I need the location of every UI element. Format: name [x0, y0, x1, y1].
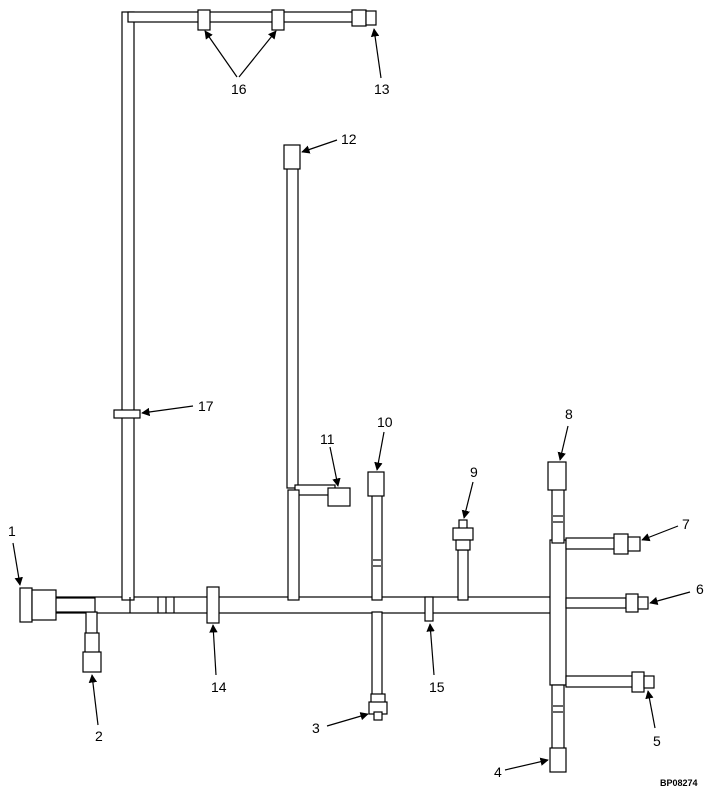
callout-5: 5 — [653, 733, 661, 749]
leader-5 — [645, 690, 656, 729]
connector-4 — [549, 747, 567, 773]
leader-13 — [370, 28, 382, 79]
callout-14: 14 — [211, 679, 227, 695]
leader-16a — [204, 30, 238, 78]
leader-15 — [426, 623, 435, 676]
connector-12 — [283, 144, 301, 170]
leader-16b — [238, 30, 277, 78]
connector-5 — [631, 671, 655, 693]
connector-6 — [625, 593, 649, 613]
callout-15: 15 — [429, 679, 445, 695]
leader-1 — [12, 542, 23, 586]
callout-11: 11 — [320, 431, 335, 447]
leader-9 — [461, 481, 474, 519]
connectors — [19, 9, 655, 773]
callout-labels: 1 2 3 4 5 6 7 8 9 10 11 12 13 14 15 16 1… — [8, 81, 704, 780]
reference-code: BP08274 — [660, 778, 698, 787]
connector-15 — [424, 596, 434, 622]
callout-8: 8 — [565, 406, 573, 422]
leader-4 — [504, 757, 549, 771]
harness-wires — [54, 11, 635, 751]
leader-lines — [12, 28, 691, 771]
connector-3 — [368, 693, 388, 721]
callout-16: 16 — [231, 81, 247, 97]
connector-8 — [547, 461, 567, 491]
connector-7 — [613, 533, 641, 555]
callout-17: 17 — [198, 398, 214, 414]
callout-1: 1 — [8, 523, 16, 539]
connector-14 — [206, 586, 220, 624]
leader-12 — [301, 139, 338, 154]
clip-16a — [197, 9, 211, 31]
leader-7 — [641, 525, 679, 542]
connector-2 — [82, 632, 102, 673]
leader-8 — [557, 425, 569, 461]
connector-11 — [327, 487, 351, 507]
connector-10 — [367, 471, 385, 497]
callout-4: 4 — [494, 764, 502, 780]
callout-3: 3 — [312, 720, 320, 736]
leader-6 — [649, 591, 691, 606]
leader-2 — [88, 674, 99, 726]
callout-2: 2 — [95, 728, 103, 744]
leader-17 — [141, 405, 194, 417]
callout-12: 12 — [341, 131, 357, 147]
callout-13: 13 — [374, 81, 390, 97]
connector-9 — [452, 519, 474, 551]
leader-10 — [374, 431, 385, 471]
clip-17 — [113, 409, 141, 419]
leader-14 — [209, 624, 218, 676]
callout-7: 7 — [682, 516, 690, 532]
callout-6: 6 — [696, 581, 704, 597]
leader-3 — [326, 712, 369, 727]
connector-13 — [351, 9, 377, 27]
callout-10: 10 — [377, 414, 393, 430]
leader-11 — [329, 446, 341, 487]
clip-16b — [271, 9, 285, 31]
callout-9: 9 — [470, 464, 478, 480]
connector-1 — [19, 587, 57, 623]
